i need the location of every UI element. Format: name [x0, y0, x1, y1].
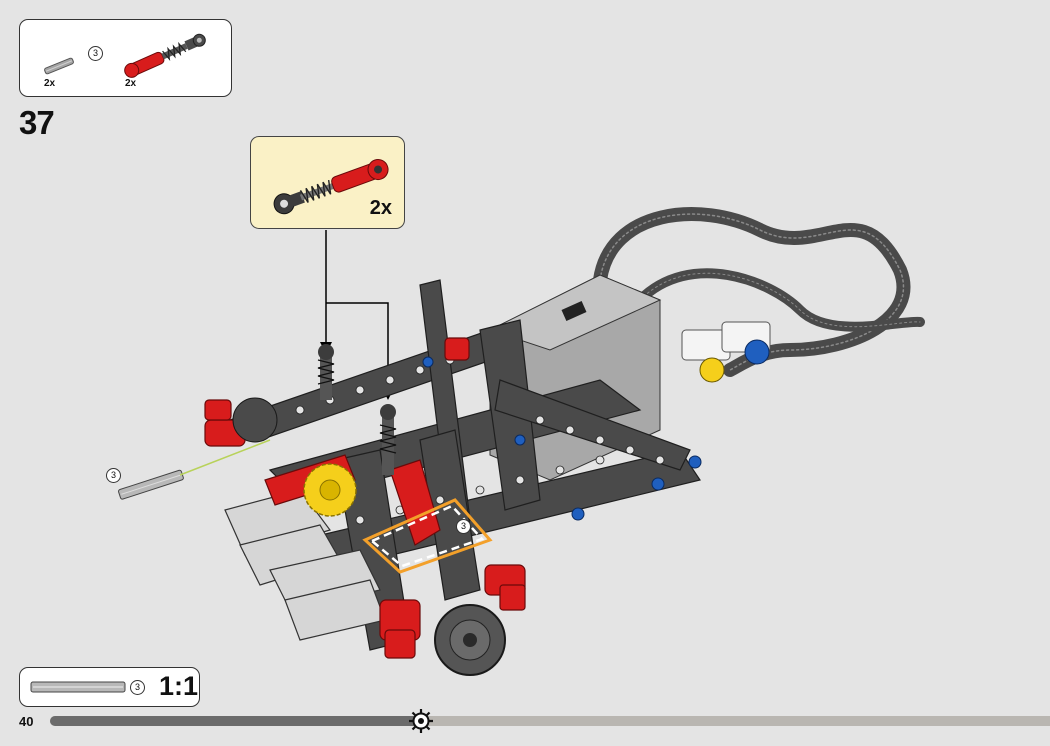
progress-bar-fill [50, 716, 424, 726]
scale-ratio: 1:1 [159, 671, 199, 701]
axle-scale-icon [30, 681, 126, 693]
page-number: 40 [19, 714, 34, 729]
shock-absorber-quantity: 2x [125, 78, 137, 89]
placement-arrows [325, 230, 389, 390]
highlighted-axle-length-marker: 3 [456, 519, 471, 534]
axle-length-marker: 3 [88, 46, 103, 61]
progress-bar [50, 716, 1050, 726]
scale-axle-length: 3 [130, 680, 145, 695]
shock-absorber-part-icon [124, 33, 206, 78]
progress-gear-icon [409, 709, 433, 733]
callout-quantity: 2x [369, 197, 392, 219]
loose-axle-3 [118, 469, 184, 500]
sub-assembly-callout: 2x [250, 136, 405, 229]
axle-quantity: 2x [44, 78, 56, 89]
installed-shocks [317, 344, 397, 475]
step-number: 37 [19, 104, 55, 141]
shock-absorber-callout-icon [273, 159, 389, 215]
parts-list-box: 3 2x 2x [19, 19, 232, 97]
loose-axle-length-marker: 3 [106, 468, 121, 483]
axle-part-icon [44, 57, 74, 75]
cables [593, 207, 925, 377]
scale-reference-box: 3 1:1 [19, 667, 200, 707]
